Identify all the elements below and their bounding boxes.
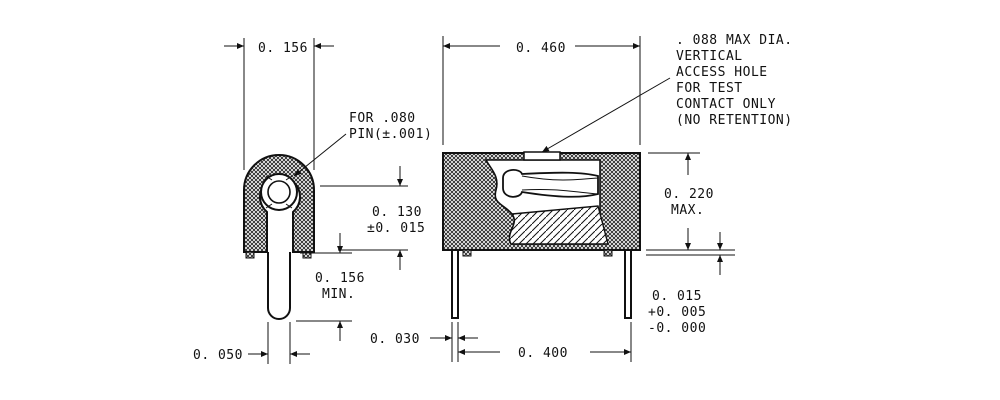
dim-right-length: 0. 460 <box>516 41 566 56</box>
dim-pin-spacing: 0. 400 <box>518 346 568 361</box>
left-pin <box>267 252 291 320</box>
hole-note-line4: FOR TEST <box>676 81 743 96</box>
right-pin-left <box>451 250 459 319</box>
pin-note-line2: PIN(±.001) <box>349 127 432 142</box>
dim-pin-width: 0. 050 <box>193 348 243 363</box>
dim-tolerance-sub: ±0. 015 <box>367 221 425 236</box>
hole-note-line5: CONTACT ONLY <box>676 97 776 112</box>
dim-tolerance-main: 0. 130 <box>372 205 422 220</box>
right-side-view: 0. 460 . 088 MAX DIA. VERTICAL ACCESS HO… <box>370 33 793 362</box>
right-pin-right <box>624 250 632 319</box>
dim-height-note: MAX. <box>671 203 704 218</box>
socket-inner-ring <box>267 180 291 204</box>
pin-note-line1: FOR .080 <box>349 111 416 126</box>
hole-note-line6: (NO RETENTION) <box>676 113 793 128</box>
dim-height: 0. 220 <box>664 187 714 202</box>
dim-left-width: 0. 156 <box>258 41 308 56</box>
contact-block <box>508 205 609 245</box>
dim-standoff-plus: +0. 005 <box>648 305 706 320</box>
dim-pin-length: 0. 156 <box>315 271 365 286</box>
dim-pin-offset: 0. 030 <box>370 332 420 347</box>
access-hole <box>523 151 561 161</box>
hole-note-line3: ACCESS HOLE <box>676 65 768 80</box>
hole-note-line1: . 088 MAX DIA. <box>676 33 793 48</box>
dim-standoff-minus: -0. 000 <box>648 321 706 336</box>
hole-note-line2: VERTICAL <box>676 49 743 64</box>
dim-pin-length-note: MIN. <box>322 287 355 302</box>
left-end-view: 0. 156 FOR .080 PIN(±.001) 0. 130 ±0. 01… <box>193 38 432 364</box>
dim-standoff: 0. 015 <box>652 289 702 304</box>
